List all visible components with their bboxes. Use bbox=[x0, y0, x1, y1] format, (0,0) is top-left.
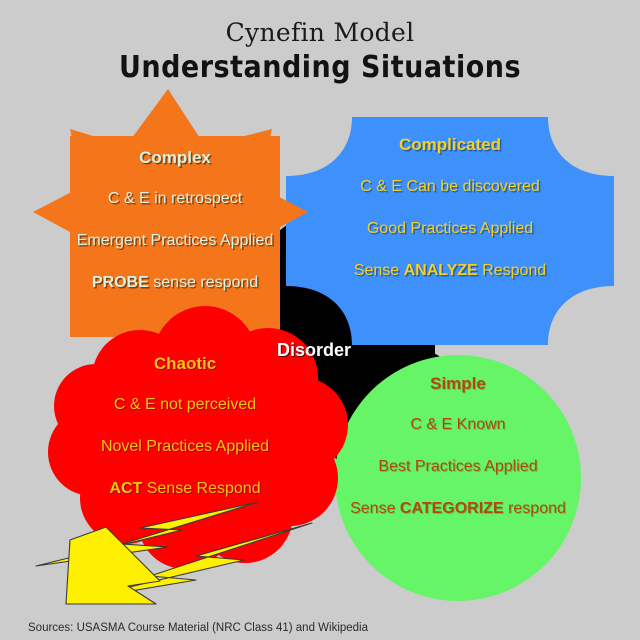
complex-shape-body bbox=[70, 136, 280, 337]
complicated-shape[interactable] bbox=[286, 117, 614, 345]
sources-footer: Sources: USASMA Course Material (NRC Cla… bbox=[28, 622, 369, 634]
disorder-label: Disorder bbox=[277, 340, 352, 360]
simple-shape[interactable] bbox=[335, 355, 581, 601]
page-subtitle: Understanding Situations bbox=[118, 50, 522, 85]
lightning-bolt-arrowhead bbox=[65, 526, 161, 605]
page-title: Cynefin Model bbox=[225, 18, 415, 47]
